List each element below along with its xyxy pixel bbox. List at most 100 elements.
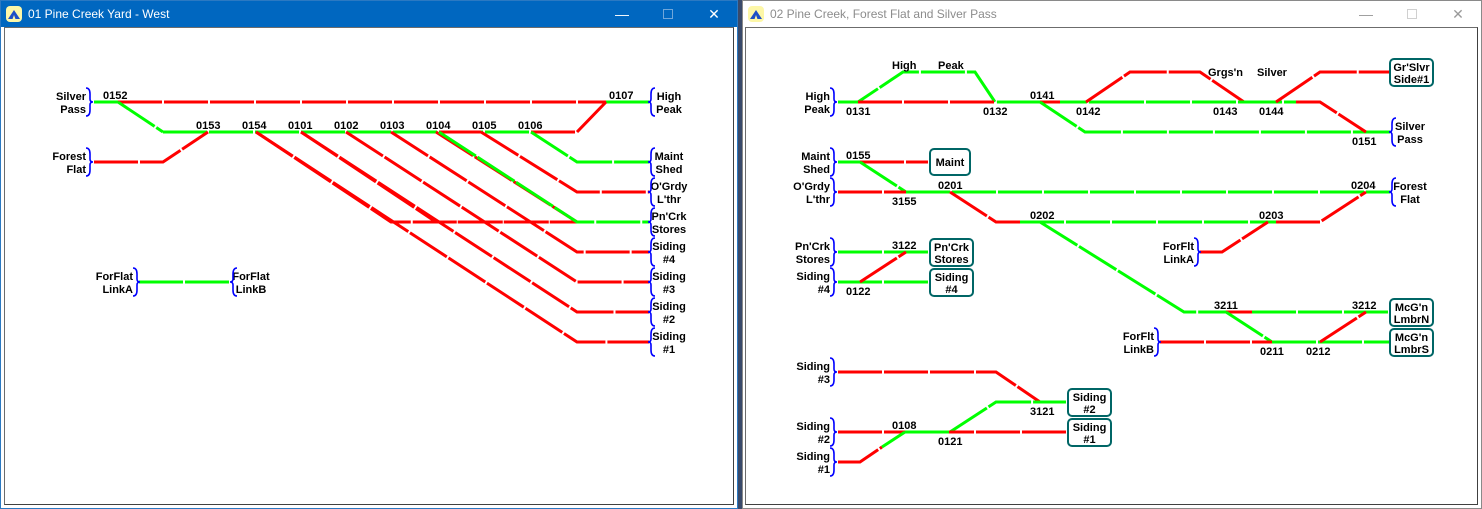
track-segment-clear[interactable] [838, 70, 1120, 104]
block-label[interactable]: 0103 [380, 120, 404, 132]
track-segment-occupied[interactable] [480, 130, 649, 194]
block-label[interactable]: 0104 [426, 120, 451, 132]
track-segment-clear[interactable] [1225, 310, 1273, 344]
track-endpoint[interactable]: Siding#2 [647, 297, 686, 327]
block-label[interactable]: 0203 [1259, 210, 1283, 222]
track-segment-occupied[interactable] [531, 100, 608, 134]
block-label[interactable]: 3121 [1030, 406, 1054, 418]
block-label[interactable]: 3122 [892, 240, 916, 252]
track-segment-occupied[interactable] [1200, 220, 1269, 254]
track-segment-occupied[interactable] [255, 130, 649, 344]
block-label[interactable]: 0153 [196, 120, 220, 132]
track-diagram[interactable]: 0131 0132 0141 0142 0143 0144 0151 0155 3155 0201… [746, 28, 1478, 505]
titlebar[interactable]: 01 Pine Creek Yard - West — ✕ [1, 1, 737, 27]
block-label[interactable]: 0211 [1260, 346, 1284, 358]
track-endpoint[interactable]: Siding#3 [647, 267, 686, 297]
track-endpoint[interactable]: Siding#2 [796, 417, 838, 447]
block-label[interactable]: 0131 [846, 106, 870, 118]
destination-button[interactable]: Siding#4 [929, 268, 974, 297]
track-endpoint[interactable]: Siding#1 [796, 447, 838, 477]
block-label[interactable]: 0121 [938, 436, 962, 448]
track-segment-clear[interactable] [530, 130, 649, 164]
block-label[interactable]: 0202 [1030, 210, 1054, 222]
block-label[interactable]: 0151 [1352, 136, 1376, 148]
track-endpoint[interactable]: Siding#4 [796, 267, 838, 297]
maximize-button[interactable] [1389, 1, 1435, 27]
track-segment-occupied[interactable] [1319, 310, 1367, 344]
track-segment-clear[interactable] [1039, 220, 1226, 314]
track-segment-clear[interactable] [881, 430, 906, 449]
track-segment-occupied[interactable] [859, 250, 907, 284]
track-segment-clear[interactable] [859, 160, 907, 194]
track-segment-occupied[interactable] [1085, 70, 1245, 104]
block-label[interactable]: 0106 [518, 120, 542, 132]
destination-button[interactable]: Siding#2 [1067, 388, 1112, 417]
track-segment-clear[interactable] [1039, 100, 1390, 134]
track-segment-occupied[interactable] [390, 130, 649, 254]
minimize-button[interactable]: — [599, 1, 645, 27]
block-label[interactable]: 0105 [472, 120, 496, 132]
track-endpoint[interactable]: Siding#1 [647, 327, 686, 357]
track-segment-occupied[interactable] [1275, 70, 1390, 104]
track-segment-occupied[interactable] [1296, 100, 1367, 134]
block-label[interactable]: 0154 [242, 120, 267, 132]
block-label[interactable]: 0201 [938, 180, 962, 192]
block-label[interactable]: 3212 [1352, 300, 1376, 312]
block-label[interactable]: 3155 [892, 196, 916, 208]
block-label[interactable]: 0122 [846, 286, 870, 298]
minimize-button[interactable]: — [1343, 1, 1389, 27]
block-label[interactable]: 3211 [1214, 300, 1238, 312]
block-label[interactable]: 0152 [103, 90, 127, 102]
block-label[interactable]: 0155 [846, 150, 870, 162]
maximize-button[interactable] [645, 1, 691, 27]
block-label[interactable]: 0108 [892, 420, 916, 432]
close-button[interactable]: ✕ [1435, 1, 1481, 27]
track-segment-occupied[interactable] [94, 130, 209, 164]
track-segment-clear[interactable] [117, 100, 164, 134]
destination-button[interactable]: Maint [929, 148, 971, 176]
track-segment-clear[interactable] [438, 130, 649, 224]
track-endpoint[interactable]: Siding#3 [796, 357, 838, 387]
track-segment-occupied[interactable] [300, 130, 577, 224]
track-diagram[interactable]: 0152 0153 0154 0101 0102 0103 0104 0105 0106 0107… [5, 28, 734, 505]
block-label[interactable]: 0101 [288, 120, 312, 132]
block-label[interactable]: 0212 [1306, 346, 1330, 358]
track-segment-occupied[interactable] [838, 445, 883, 464]
titlebar[interactable]: 02 Pine Creek, Forest Flat and Silver Pa… [743, 1, 1481, 27]
block-label[interactable]: 0107 [609, 90, 633, 102]
track-endpoint[interactable]: Siding#4 [647, 237, 686, 267]
track-segment-occupied[interactable] [345, 130, 649, 284]
track-segment-clear[interactable] [949, 400, 1066, 434]
block-label[interactable]: 0102 [334, 120, 358, 132]
close-button[interactable]: ✕ [691, 1, 737, 27]
track-segment-occupied[interactable] [300, 130, 649, 314]
block-label[interactable]: 0141 [1030, 90, 1054, 102]
track-segment-occupied[interactable] [838, 370, 1041, 404]
block-label[interactable]: 0142 [1076, 106, 1100, 118]
destination-button[interactable]: Siding#1 [1067, 418, 1112, 447]
track-segment-occupied[interactable] [1276, 190, 1367, 224]
block-label[interactable]: 0132 [983, 106, 1007, 118]
block-label[interactable]: 0143 [1213, 106, 1237, 118]
block-label[interactable]: 0144 [1259, 106, 1284, 118]
block-label[interactable]: 0204 [1351, 180, 1376, 192]
